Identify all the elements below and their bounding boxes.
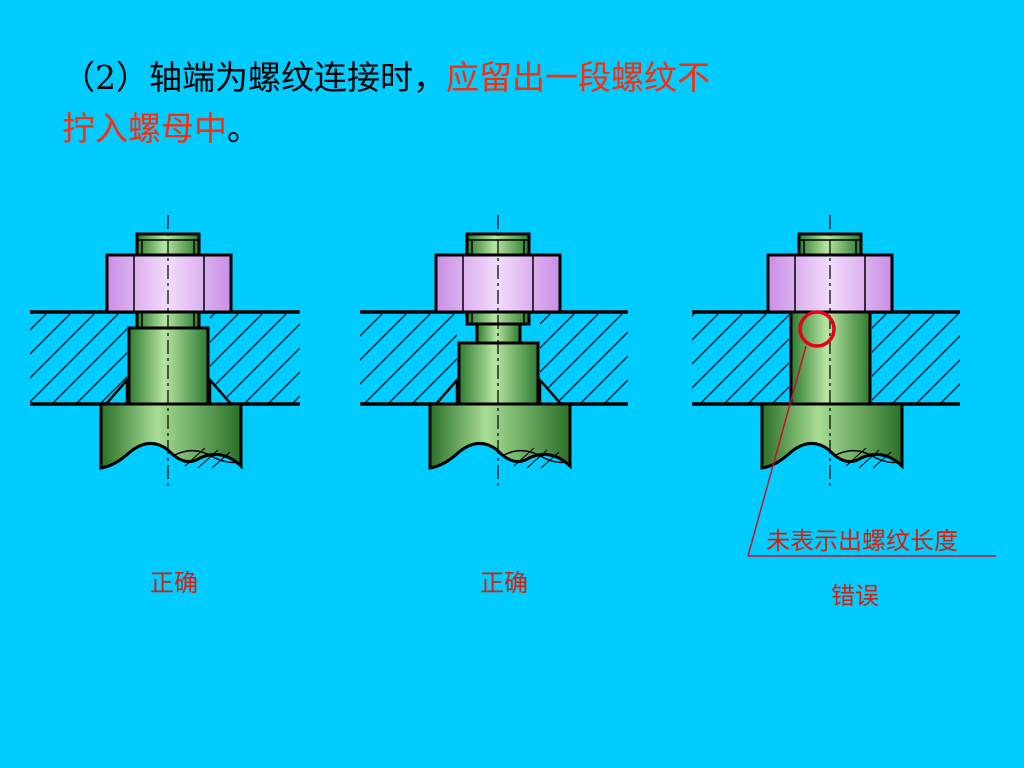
error-marker-circle [798,310,836,348]
panel-2-drawing [360,215,628,490]
title-black-text: （2）轴端为螺纹连接时， [62,58,446,97]
panel-1-plate-right [210,312,300,404]
panel-3-plate-right [872,312,960,404]
panel-2-plate-right [540,312,628,404]
panel-2-nut [434,253,562,314]
panel-1-drawing [30,215,300,490]
panel-2-label: 正确 [480,569,528,597]
title-end-punct: 。 [227,109,260,148]
panel-3-label: 错误 [831,582,879,610]
title-red-text-2: 拧入螺母中 [62,109,227,148]
panel-1-nut [105,253,233,314]
panel-3-annotation: 未表示出螺纹长度 [766,527,958,555]
panel-3-drawing [692,215,996,557]
panel-1-bolt-head [99,402,243,470]
panel-2-plate-left [360,312,457,404]
panel-1-label: 正确 [150,569,198,597]
title-red-text-1: 应留出一段螺纹不 [446,58,710,97]
panel-3-plate-left [692,312,789,404]
panel-2-bolt-head [428,402,572,470]
annotation-leader-line [747,345,807,557]
panel-1-plate-left [30,312,127,404]
slide-title: （2）轴端为螺纹连接时，应留出一段螺纹不拧入螺母中。 [62,52,882,154]
panel-3-bolt-head [760,402,904,470]
